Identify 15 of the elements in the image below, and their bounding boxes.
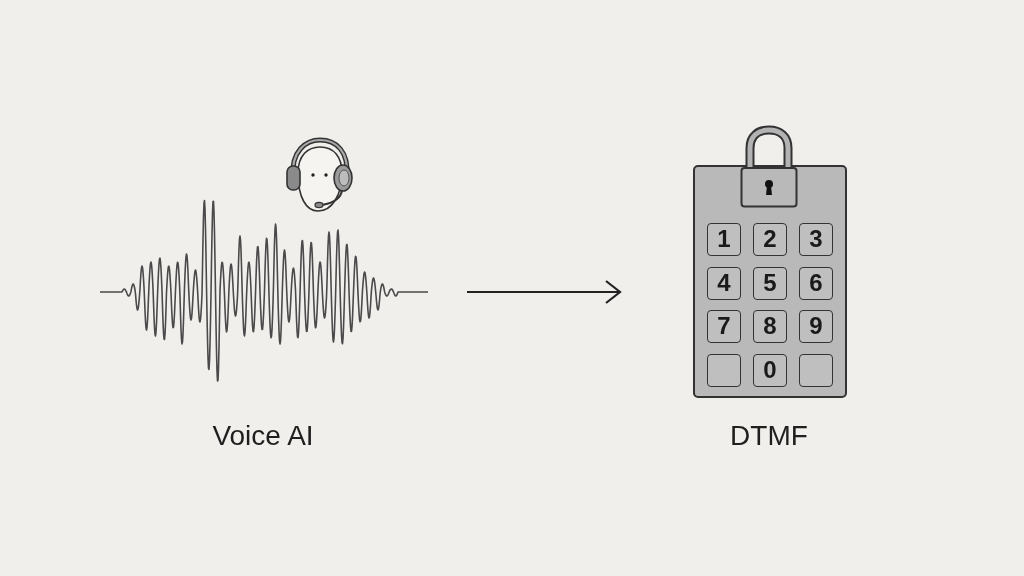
keypad-key: 4 <box>707 267 741 300</box>
arrow <box>466 279 622 305</box>
keypad-key: 1 <box>707 223 741 256</box>
keypad-key: 7 <box>707 310 741 343</box>
keypad-key: 9 <box>799 310 833 343</box>
keypad-key: 8 <box>753 310 787 343</box>
keypad-key: 2 <box>753 223 787 256</box>
keypad-key <box>799 354 833 387</box>
keypad-key: 6 <box>799 267 833 300</box>
node-label: Voice AI <box>212 420 314 452</box>
keypad-key: 5 <box>753 267 787 300</box>
keypad-key: 0 <box>753 354 787 387</box>
keypad-key: 3 <box>799 223 833 256</box>
keypad-key <box>707 354 741 387</box>
node-label: DTMF <box>730 420 808 452</box>
